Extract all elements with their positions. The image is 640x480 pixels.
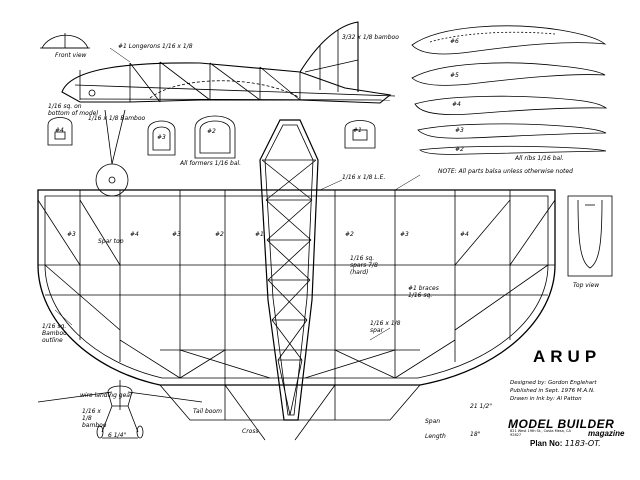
note-spar: 1/16 x 1/8 spar [370,320,401,334]
note-all-parts: NOTE: All parts balsa unless otherwise n… [438,168,573,175]
plan-number: Plan No: 1183-OT. [530,439,601,448]
rib-label-5: #5 [450,72,459,79]
rib-label-3: #3 [455,127,464,134]
former-label-4: #4 [55,127,64,134]
wing-plan-view [37,189,556,441]
note-spars: 1/16 sq. spars 7/8 (hard) [350,255,378,276]
bay-label-2: #3 [172,231,181,238]
front-view-sketch [37,380,203,439]
bay-label-7: #4 [460,231,469,238]
former-label-1: #1 [353,127,362,134]
note-span-label: Span [425,418,441,425]
fuselage-side-view [61,61,396,104]
note-outline: 1/16 sq. Bamboo outline [42,323,67,344]
note-dim-64: 6 1/4" [108,432,127,439]
note-front-view-top: Front view [55,52,87,59]
note-rudder-bamboo: 3/32 x 1/8 bamboo [342,34,399,41]
publisher-address: 621 West 19th St., Costa Mesa, CA 92627 [510,429,571,437]
fuselage-top-view [259,119,319,421]
fuselage-formers [47,115,376,159]
credits-block: Designed by: Gordon Englehart Published … [510,379,597,403]
former-label-2: #2 [207,128,216,135]
plan-number-value: 1183-OT. [564,439,601,448]
rib-label-4: #4 [452,101,461,108]
note-wire-gear: wire landing gear [80,392,133,399]
note-chord: 21 1/2" [470,403,492,410]
bay-label-6: #3 [400,231,409,238]
nose-front-sketch [40,33,90,49]
note-tip-view: Top view [573,282,600,289]
designer-credit: Designed by: Gordon Englehart [510,380,597,386]
publisher-block: MODEL BUILDER 621 West 19th St., Costa M… [508,417,628,451]
draftsman-credit: Drawn in Ink by: Al Patton [510,396,582,402]
wing-rib-profiles [411,25,608,155]
note-top-view: 1/16 sq. on bottom of model [48,103,98,117]
note-tail-boom: Tail boom [193,408,222,415]
note-longerons: #1 Longerons 1/16 x 1/8 [118,43,193,50]
annotation-leaders [54,47,421,341]
wing-tip-template [567,195,613,277]
publisher-name: MODEL BUILDER [508,417,615,431]
note-braces: #1 braces 1/16 sq. [408,285,439,299]
publisher-magazine: magazine [588,429,625,438]
note-leading-edge: 1/16 x 1/8 L.E. [342,174,386,181]
note-length-label: Length [425,433,446,440]
former-label-3: #3 [157,134,166,141]
note-spar-top: Spar top [98,238,124,245]
landing-wheel [95,109,129,197]
plan-number-label: Plan No: [530,439,563,448]
bay-label-5: #2 [345,231,354,238]
note-cross: Cross [242,428,259,435]
bay-label-1: #4 [130,231,139,238]
bay-label-4: #1 [255,231,264,238]
note-ribs: All ribs 1/16 bal. [515,155,564,162]
note-span: 18" [470,431,481,438]
rib-label-6: #6 [450,38,459,45]
plan-title: ARUP [533,347,602,366]
rudder-fin [299,21,359,92]
bay-label-0: #3 [67,231,76,238]
note-bamboo: 1/16 x 1/8 Bamboo [88,115,146,122]
bay-label-3: #2 [215,231,224,238]
rib-label-2: #2 [455,146,464,153]
note-bamboo-tip: 1/16 x 1/8 bamboo [82,408,107,429]
publication-credit: Published in Sept. 1976 M.A.N. [510,388,595,394]
note-formers: All formers 1/16 bal. [180,160,242,167]
